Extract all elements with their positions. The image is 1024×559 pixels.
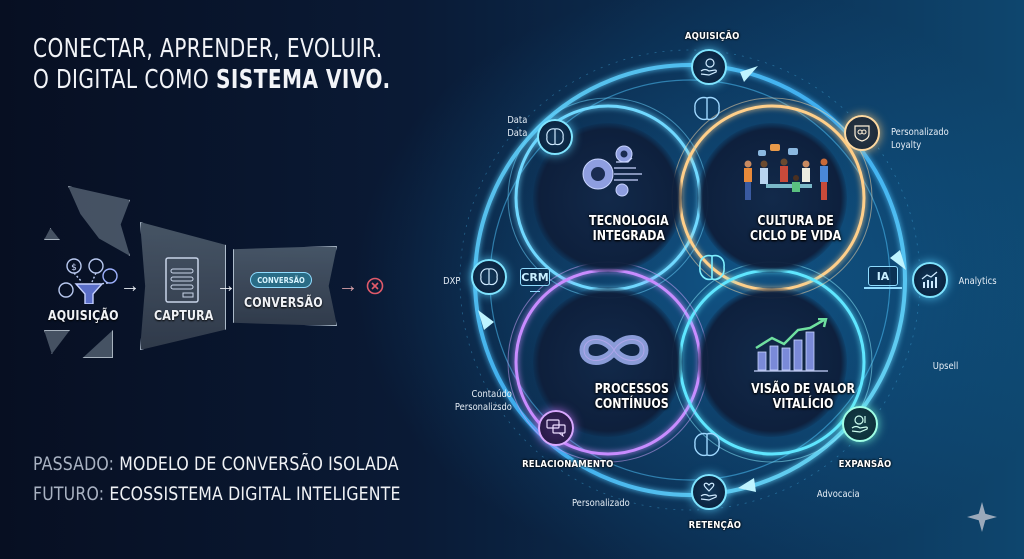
team-meeting-icon [744,144,828,200]
brain-icon [480,268,498,286]
brain-icon [694,96,720,121]
bar-chart-icon [921,271,938,288]
side-node-dxp[interactable] [471,259,507,295]
annotation-personalizado: Personalizado [571,498,630,509]
shard-decoration [68,186,130,256]
side-label-personalizado: Personalizado Loyalty [890,127,949,151]
brain-icon [546,128,564,146]
past-statement: PASSADO: MODELO DE CONVERSÃO ISOLADA [33,454,399,475]
annotation-conteudo: Contaúdo Personalizsdo [454,389,512,413]
side-node-data[interactable] [537,119,573,155]
stage-label-captura: CAPTURA [154,309,214,324]
ia-chip: IA [868,266,898,286]
future-statement: FUTURO: ECOSSISTEMA DIGITAL INTELIGENTE [33,484,401,505]
x-circle-icon [366,277,384,295]
side-label-analytics: Analytics [958,276,997,287]
side-node-analytics[interactable] [912,262,948,298]
svg-text:$: $ [71,263,77,273]
arrow-right-icon: → [338,275,358,297]
stage-label-aquisicao: AQUISIÇÃO [48,309,119,324]
shard-decoration [44,330,70,354]
quadrant-title: VISÃO DE VALOR VITALÍCIO [751,382,856,412]
shard-decoration [44,228,60,240]
shard-decoration [82,330,113,358]
stage-node-retencao[interactable] [691,474,727,510]
growth-chart-icon [754,318,828,372]
form-icon [165,257,199,303]
sparkle-icon [967,502,997,532]
side-label-data: Data Data [507,115,528,139]
infinity-loop-icon [579,335,649,365]
hand-coin-icon [700,58,717,76]
title-emphasis: SISTEMA VIVO. [215,65,391,95]
crm-chip: CRM [520,268,550,286]
shield-badge-icon [854,125,870,142]
stage-node-relacionamento[interactable] [538,410,574,446]
quadrant-title: PROCESSOS CONTÍNUOS [594,382,670,412]
stage-node-expansao[interactable] [842,406,878,442]
quadrant-title: CULTURA DE CICLO DE VIDA [750,214,842,244]
title-line-2: O DIGITAL COMO SISTEMA VIVO. [33,65,391,95]
chat-bubbles-icon [546,419,566,437]
laptop-base [864,287,902,289]
hand-growth-icon [851,415,868,433]
annotation-upsell: Upsell [932,361,959,372]
hand-heart-icon [700,482,717,501]
captura-panel [140,222,226,350]
side-label-dxp: DXP [443,276,461,287]
stage-label-expansao: EXPANSÃO [838,459,892,470]
stage-label-aquisicao: AQUISIÇÃO [684,31,740,42]
arrow-right-icon: → [120,275,140,297]
page-title: CONECTAR, APRENDER, EVOLUIR. O DIGITAL C… [33,34,391,96]
funnel-icon: $ [58,258,118,304]
stage-node-aquisicao[interactable] [691,49,727,85]
gears-circuit-icon [582,145,642,197]
brain-icon [694,432,720,457]
stage-label-conversao: CONVERSÃO [244,296,323,311]
brain-icon [699,254,725,281]
stage-label-relacionamento: RELACIONAMENTO [522,459,614,470]
side-node-personalizado[interactable] [844,115,880,151]
quadrant-title: TECNOLOGIA INTEGRADA [589,214,669,244]
conversao-cta-button: CONVERSÃO [250,272,312,288]
stage-label-retencao: RETENÇÃO [688,520,742,531]
arrow-right-icon: → [216,275,236,297]
orbit-rings [459,49,921,511]
monitor-stand [530,286,540,292]
title-line-1: CONECTAR, APRENDER, EVOLUIR. [33,34,383,64]
annotation-advocacia: Advocacia [816,489,860,500]
